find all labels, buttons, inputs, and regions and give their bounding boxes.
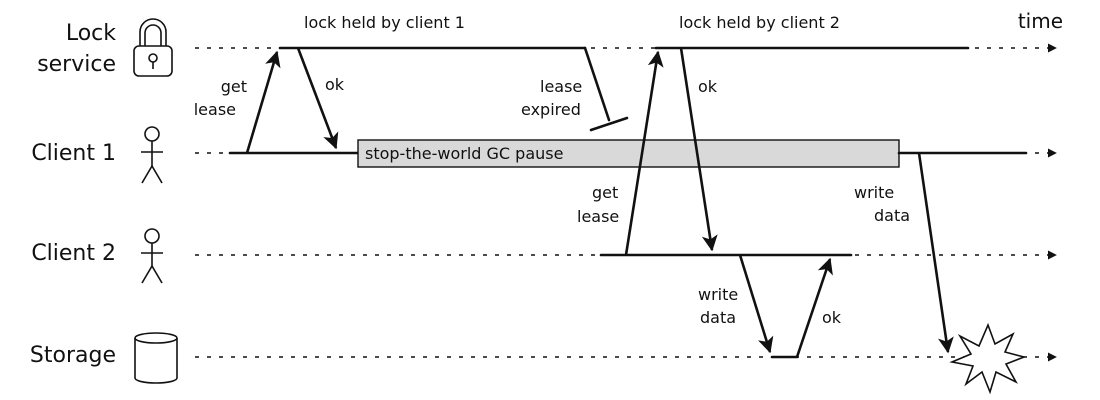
storage-ok-label: ok (822, 308, 842, 327)
client1-write-data-label-line1: write (854, 183, 894, 202)
lane-label-lock-service-line2: service (37, 52, 116, 77)
gc-pause-label: stop-the-world GC pause (365, 144, 563, 163)
stick-figure-icon (141, 228, 163, 284)
client1-get-lease-label-line1: get (221, 77, 247, 96)
lane-label-client2: Client 2 (31, 241, 116, 266)
lease-expiry-cross-mark (589, 116, 629, 132)
client1-write-data-arrow (917, 152, 954, 354)
lock-held-client1-label: lock held by client 1 (304, 13, 465, 32)
padlock-icon (133, 18, 173, 77)
lane-label-lock-service-line1: Lock (66, 21, 116, 46)
client1-get-lease-arrow (245, 50, 281, 154)
client2-write-data-label-line1: write (698, 285, 738, 304)
lane-label-client1: Client 1 (31, 141, 116, 166)
lane-label-storage: Storage (30, 343, 116, 368)
lock-held-client2-label: lock held by client 2 (679, 13, 840, 32)
client2-write-data-arrow (738, 254, 774, 354)
client1-ok-label: ok (325, 75, 345, 94)
time-axis-label: time (1018, 9, 1063, 33)
client1-get-lease-label-line2: lease (194, 100, 236, 119)
client2-get-lease-label-line1: get (592, 183, 618, 202)
client2-get-lease-label-line2: lease (577, 207, 619, 226)
stick-figure-icon (141, 126, 163, 184)
storage-ok-arrow (795, 257, 833, 358)
client2-get-lease-arrow (624, 50, 664, 256)
client2-write-data-label-line2: data (700, 308, 736, 327)
lease-expired-label-line1: lease (540, 77, 582, 96)
client2-ok-label: ok (698, 77, 718, 96)
explosion-burst-icon (949, 322, 1027, 395)
client1-ok-arrow (296, 47, 339, 150)
client1-write-data-label-line2: data (874, 206, 910, 225)
lease-expiry-line (583, 46, 611, 122)
gc-pause-box (357, 139, 900, 168)
client2-ok-arrow (679, 47, 718, 252)
lease-expired-label-line2: expired (521, 100, 581, 119)
database-cylinder-icon (134, 332, 178, 384)
